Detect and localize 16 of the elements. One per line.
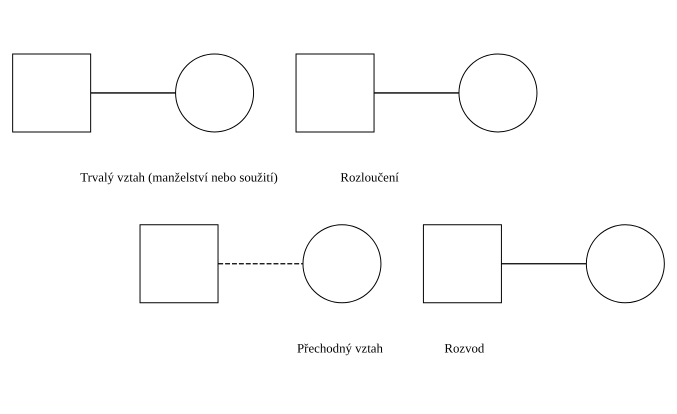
node-box (296, 53, 375, 132)
node-circle (586, 224, 665, 304)
connector (374, 92, 459, 94)
node-box (422, 224, 502, 304)
node-circle (175, 53, 254, 132)
node-box (140, 224, 219, 304)
connector (502, 263, 586, 264)
connector (90, 92, 176, 94)
label: Rozvod (444, 342, 484, 356)
node-box (12, 53, 92, 132)
label: Trvalý vztah (manželství nebo soužití) (80, 170, 278, 185)
connector (218, 263, 303, 264)
label: Rozloučení (340, 170, 399, 185)
node-circle (458, 53, 538, 132)
node-circle (302, 224, 382, 304)
label: Přechodný vztah (297, 342, 383, 356)
